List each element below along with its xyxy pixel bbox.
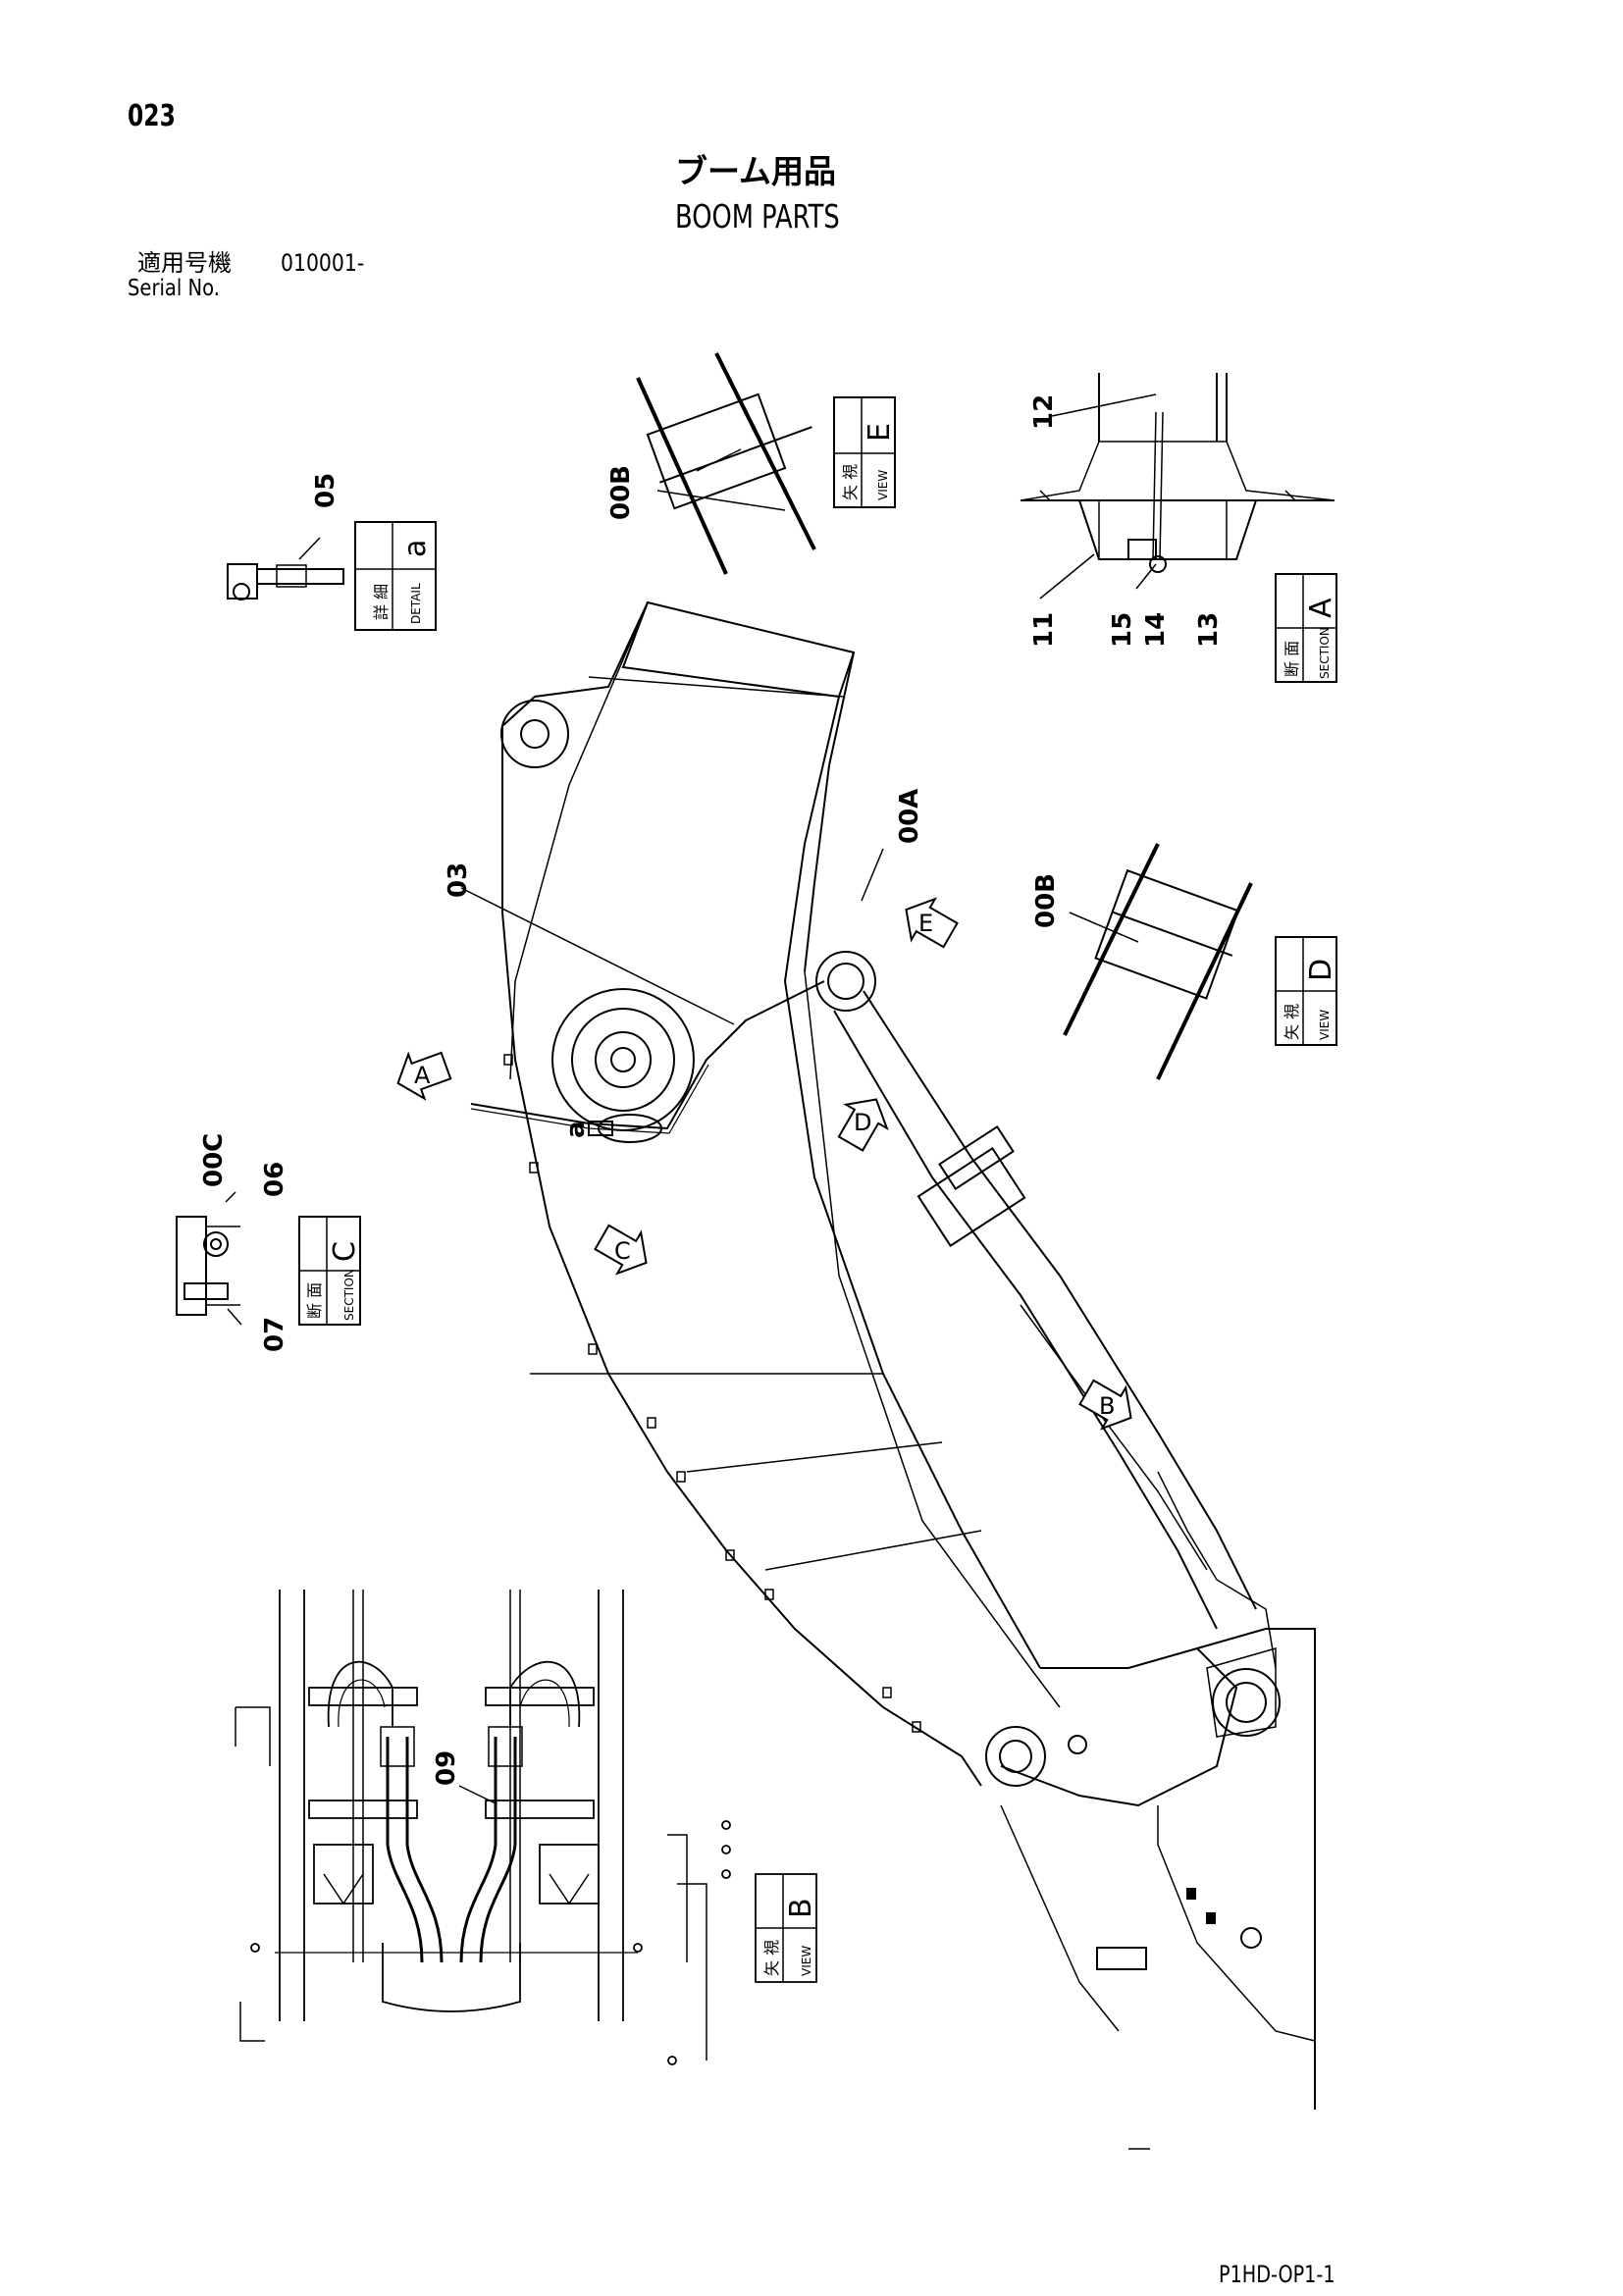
view-d-jp: 矢 視 <box>1283 1004 1301 1040</box>
detail-a-jp: 詳 細 <box>372 584 391 620</box>
view-e-en: VIEW <box>876 470 890 500</box>
arrow-markers: A B C D E <box>396 897 1132 1431</box>
label-12: 12 <box>1029 394 1059 430</box>
boom-cylinder <box>833 990 1281 1738</box>
view-box-labels: 詳 細 DETAIL a 矢 視 VIEW E 断 面 SECTION A 矢 … <box>305 423 1338 1976</box>
section-a-jp: 断 面 <box>1283 641 1301 677</box>
arrow-marker-d: D <box>837 1098 889 1152</box>
view-b-jp: 矢 視 <box>762 1940 781 1976</box>
serial-label-en: Serial No. <box>128 276 220 301</box>
svg-text:A: A <box>414 1062 431 1089</box>
label-03: 03 <box>444 862 473 898</box>
label-07: 07 <box>260 1317 289 1352</box>
svg-text:D: D <box>854 1109 871 1136</box>
section-c-en: SECTION <box>342 1269 356 1321</box>
label-11: 11 <box>1029 612 1059 648</box>
svg-text:C: C <box>614 1237 631 1265</box>
label-09: 09 <box>432 1750 461 1786</box>
section-c <box>176 1191 361 1326</box>
detail-a-letter: a <box>398 540 433 557</box>
svg-text:E: E <box>918 910 933 937</box>
arrow-marker-b: B <box>1078 1379 1132 1431</box>
page-title-en: BOOM PARTS <box>675 197 840 235</box>
label-00b-view-d: 00B <box>1031 873 1061 928</box>
detail-a-en: DETAIL <box>409 583 423 624</box>
label-06: 06 <box>260 1162 289 1197</box>
page-number: 023 <box>128 99 176 133</box>
view-e <box>636 352 896 575</box>
hose-03 <box>470 980 825 1143</box>
arrow-marker-e: E <box>905 897 959 949</box>
view-b-letter: B <box>784 1898 818 1918</box>
part-number-labels: 00A 00B 00B 00C 03 05 06 07 09 11 12 15 … <box>199 394 1224 1786</box>
leader-lines <box>460 848 1150 2150</box>
svg-text:B: B <box>1099 1392 1115 1420</box>
section-a-letter: A <box>1304 598 1338 618</box>
serial-label-jp: 適用号機 <box>137 249 232 277</box>
drawing-code: P1HD-OP1-1 <box>1219 2261 1335 2288</box>
view-e-jp: 矢 視 <box>841 464 860 500</box>
view-b-en: VIEW <box>800 1946 813 1976</box>
label-00a: 00A <box>895 789 924 844</box>
section-a-en: SECTION <box>1318 627 1332 679</box>
label-00c: 00C <box>199 1133 229 1187</box>
label-14: 14 <box>1141 612 1171 648</box>
view-d-en: VIEW <box>1318 1010 1332 1040</box>
serial-value: 010001- <box>281 249 365 277</box>
label-15: 15 <box>1108 612 1137 648</box>
view-b <box>235 1590 817 2065</box>
page-title-jp: ブーム用品 <box>675 152 837 190</box>
label-13: 13 <box>1194 612 1224 648</box>
label-00b-view-e: 00B <box>606 465 636 520</box>
view-d-letter: D <box>1304 959 1338 981</box>
arrow-marker-c: C <box>594 1224 648 1276</box>
view-e-letter: E <box>863 423 897 442</box>
detail-a-view <box>227 521 437 631</box>
arrow-marker-a: A <box>396 1051 452 1101</box>
view-d <box>1063 843 1337 1080</box>
section-c-jp: 断 面 <box>305 1282 324 1319</box>
label-05: 05 <box>311 473 340 508</box>
boom-body <box>500 600 1316 2110</box>
section-a <box>1020 373 1337 683</box>
label-detail-a-marker: a <box>561 1121 591 1138</box>
section-c-letter: C <box>328 1241 362 1262</box>
